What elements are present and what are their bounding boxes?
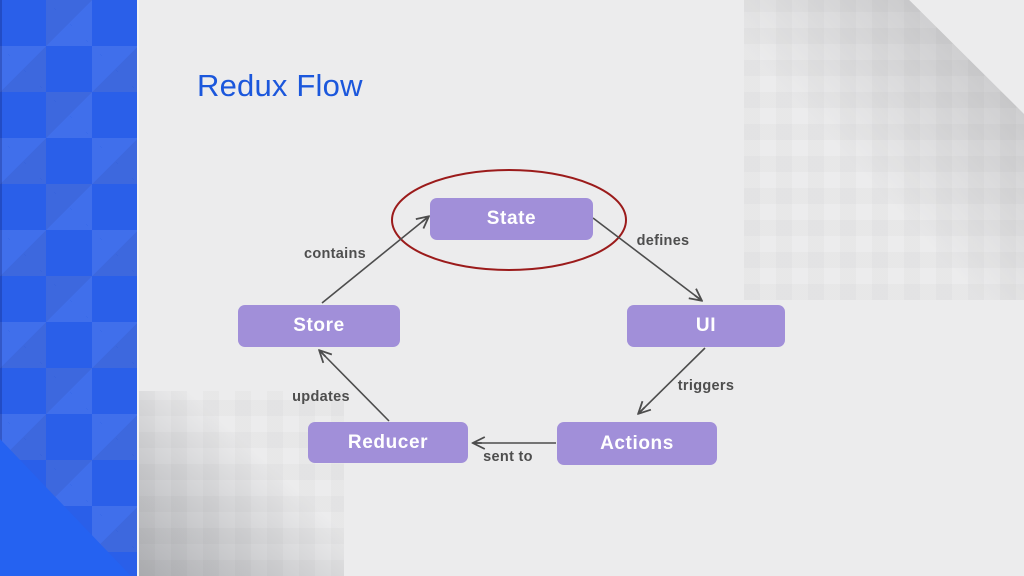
node-state: State (430, 198, 593, 240)
node-actions: Actions (557, 422, 717, 465)
edge-label-sent-to: sent to (483, 449, 533, 465)
arrow-store-to-state (321, 217, 428, 304)
arrow-reducer-to-store (320, 351, 390, 422)
slide-title: Redux Flow (197, 68, 363, 103)
edge-label-contains: contains (303, 246, 367, 262)
bottom-left-mosaic-decoration (139, 391, 344, 576)
node-store: Store (238, 305, 400, 347)
node-ui: UI (627, 305, 785, 347)
left-accent-bar (0, 0, 139, 576)
edge-label-updates: updates (292, 389, 350, 405)
node-reducer: Reducer (308, 422, 468, 463)
state-highlight-ellipse (391, 169, 627, 271)
arrow-ui-to-actions (639, 347, 706, 413)
edge-label-defines: defines (636, 233, 690, 249)
arrow-state-to-ui (592, 217, 701, 300)
edge-label-triggers: triggers (677, 378, 735, 394)
